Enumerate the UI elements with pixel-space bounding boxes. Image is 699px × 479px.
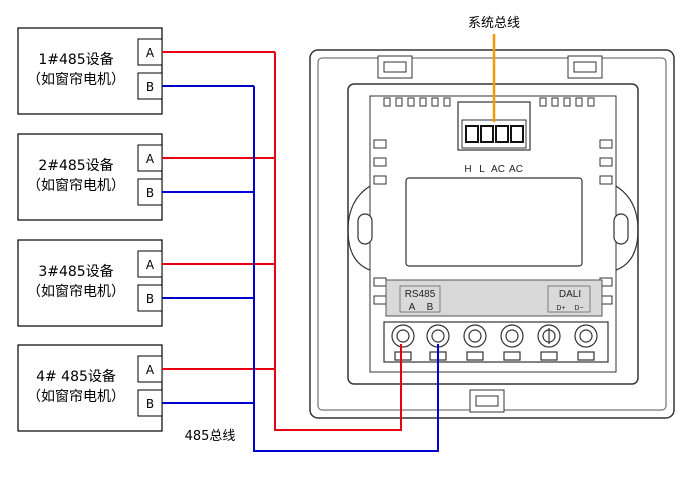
terminal-h-label: H: [464, 164, 471, 175]
device-3: 3#485设备 （如窗帘电机） A B: [17, 239, 163, 327]
system-bus-label: 系统总线: [468, 16, 520, 31]
terminal-b-label: B: [146, 397, 154, 411]
terminal-a-label: A: [146, 258, 155, 272]
terminal-l-label: L: [479, 164, 485, 175]
device-name: 2#485设备: [38, 157, 113, 174]
device-name: 4# 485设备: [36, 368, 116, 385]
device-subtitle: （如窗帘电机）: [27, 71, 125, 88]
wire-a-bus: [162, 51, 402, 431]
device-4: 4# 485设备 （如窗帘电机） A B: [17, 344, 163, 432]
rs485-a-label: A: [409, 302, 416, 313]
controller-panel: H L AC AC RS485 A B DALI D+ D−: [309, 49, 675, 419]
device-2: 2#485设备 （如窗帘电机） A B: [17, 133, 163, 221]
device-name: 3#485设备: [38, 263, 113, 280]
dali-d-minus-label: D−: [574, 305, 583, 312]
terminal-ac2-label: AC: [509, 164, 523, 175]
terminal-b-label: B: [146, 80, 154, 94]
device-subtitle: （如窗帘电机）: [27, 177, 125, 194]
device-1: 1#485设备 （如窗帘电机） A B: [17, 27, 163, 115]
dali-d-plus-label: D+: [556, 305, 565, 312]
device-name: 1#485设备: [38, 51, 113, 68]
device-subtitle: （如窗帘电机）: [27, 388, 125, 405]
rs485-title: RS485: [405, 289, 436, 300]
dali-title: DALI: [559, 289, 581, 300]
terminal-ac1-label: AC: [491, 164, 505, 175]
terminal-b-label: B: [146, 186, 154, 200]
wire-b-bus: [162, 85, 439, 452]
rs485-b-label: B: [427, 302, 434, 313]
terminal-a-label: A: [146, 152, 155, 166]
terminal-b-label: B: [146, 292, 154, 306]
bus-485-label: 485总线: [185, 429, 236, 444]
device-subtitle: （如窗帘电机）: [27, 283, 125, 300]
terminal-a-label: A: [146, 46, 155, 60]
terminal-a-label: A: [146, 363, 155, 377]
